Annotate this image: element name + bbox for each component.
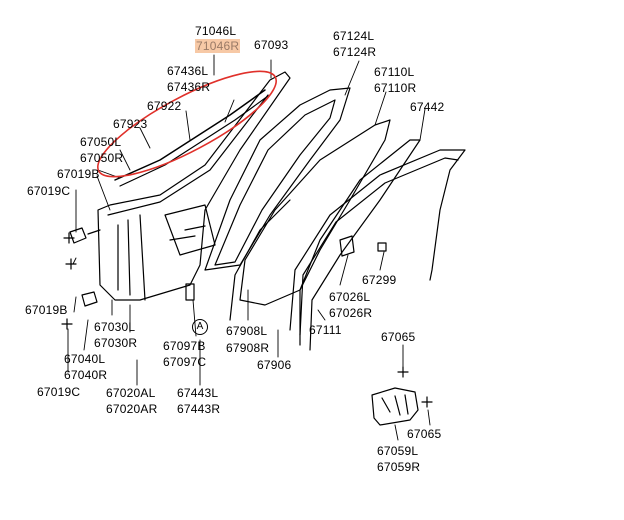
door-inner-panel-edge — [107, 94, 269, 216]
label-67020ar: 67020AR — [106, 402, 158, 416]
label-71046r: 71046R — [195, 39, 241, 53]
label-67019b-mid: 67019B — [25, 303, 68, 317]
label-67065-a: 67065 — [381, 330, 416, 344]
label-67110r: 67110R — [374, 81, 417, 95]
label-67020al: 67020AL — [106, 386, 156, 400]
leader-lines — [67, 54, 431, 441]
bolt-upper — [63, 232, 75, 244]
door-inner-panel — [97, 71, 291, 301]
door-panel-lower — [117, 214, 146, 301]
label-67442: 67442 — [410, 100, 445, 114]
latch-clip — [377, 242, 387, 252]
label-67059l: 67059L — [377, 444, 419, 458]
check-bolt-2 — [421, 396, 433, 408]
label-67050l: 67050L — [80, 135, 122, 149]
upper-hinge — [69, 227, 101, 244]
label-67019c-top: 67019C — [27, 184, 71, 198]
label-67124l: 67124L — [333, 29, 375, 43]
label-67050r: 67050R — [80, 151, 124, 165]
door-check-detail — [381, 394, 409, 416]
bolt-low — [61, 318, 73, 330]
glass-run-channel — [299, 139, 421, 351]
door-weatherstrip-inner — [299, 157, 459, 336]
label-71046r-text: 71046R — [195, 39, 241, 53]
label-67059r: 67059R — [377, 460, 421, 474]
label-67436l: 67436L — [167, 64, 209, 78]
label-67443l: 67443L — [177, 386, 219, 400]
label-67922: 67922 — [147, 99, 182, 113]
label-67026r: 67026R — [329, 306, 373, 320]
door-sash-outer — [204, 87, 351, 271]
check-bolt-1 — [397, 366, 409, 378]
label-67065-b: 67065 — [407, 427, 442, 441]
label-67923: 67923 — [113, 117, 148, 131]
door-latch — [339, 235, 355, 257]
label-71046l: 71046L — [195, 24, 237, 38]
label-67124r: 67124R — [333, 45, 377, 59]
belt-moulding — [114, 89, 266, 181]
label-67040l: 67040L — [64, 352, 106, 366]
label-67093: 67093 — [254, 38, 289, 52]
label-67299: 67299 — [362, 273, 397, 287]
door-glass — [239, 119, 391, 306]
label-67040r: 67040R — [64, 368, 108, 382]
label-67111: 67111 — [309, 323, 342, 337]
door-panel-cutouts — [164, 204, 216, 256]
door-stopper — [185, 283, 195, 301]
bolt-mid — [65, 258, 77, 270]
door-sash-inner — [214, 99, 336, 266]
label-67097c: 67097C — [163, 355, 207, 369]
label-67908r: 67908R — [226, 341, 270, 355]
lower-hinge — [81, 291, 98, 307]
label-67097b: 67097B — [163, 339, 206, 353]
door-check-assembly — [371, 387, 419, 426]
lower-trim — [229, 199, 291, 321]
label-67908l: 67908L — [226, 324, 268, 338]
highlight-ellipse — [97, 70, 277, 178]
label-67030r: 67030R — [94, 336, 138, 350]
label-67019b-top: 67019B — [57, 167, 100, 181]
label-67906: 67906 — [257, 358, 292, 372]
callout-a: A — [192, 319, 208, 335]
belt-moulding-2 — [119, 95, 269, 187]
label-67026l: 67026L — [329, 290, 371, 304]
door-weatherstrip — [289, 149, 466, 331]
label-67443r: 67443R — [177, 402, 221, 416]
label-67019c-bot: 67019C — [37, 385, 81, 399]
label-67436r: 67436R — [167, 80, 211, 94]
label-67110l: 67110L — [374, 65, 415, 79]
label-67030l: 67030L — [94, 320, 136, 334]
